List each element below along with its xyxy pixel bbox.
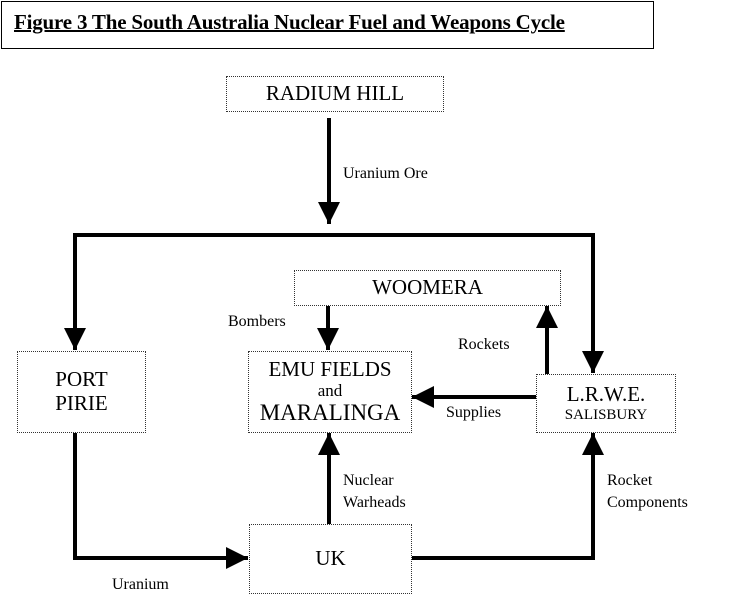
label-supplies: Supplies <box>446 404 502 421</box>
node-radium-hill: RADIUM HILL <box>226 76 444 112</box>
label-nuclear-warheads: Nuclear Warheads <box>343 470 406 513</box>
node-uk-label: UK <box>315 546 346 571</box>
node-port-pirie: PORT PIRIE <box>17 351 146 433</box>
label-rocket-components: Rocket Components <box>607 470 688 513</box>
label-uranium-ore: Uranium Ore <box>343 165 428 182</box>
node-emu-line2: and <box>317 381 343 401</box>
line-uranium <box>73 433 230 560</box>
node-woomera: WOOMERA <box>294 270 561 306</box>
node-emu-line1: EMU FIELDS <box>268 356 392 381</box>
node-port-pirie-line1: PORT <box>55 367 108 392</box>
figure-title: Figure 3 The South Australia Nuclear Fue… <box>14 10 565 34</box>
node-uk: UK <box>249 524 412 594</box>
node-emu-line3: MARALINGA <box>259 400 401 426</box>
figure-title-box: Figure 3 The South Australia Nuclear Fue… <box>1 1 654 49</box>
node-lrwe-line1: L.R.W.E. <box>566 382 646 407</box>
node-port-pirie-line2: PIRIE <box>55 391 108 415</box>
distribution-line <box>73 233 595 373</box>
label-bombers: Bombers <box>228 313 286 330</box>
node-lrwe-line2: SALISBURY <box>564 406 648 423</box>
node-emu-maralinga: EMU FIELDS and MARALINGA <box>248 351 412 433</box>
label-components: Components <box>607 493 688 511</box>
label-rocket: Rocket <box>607 472 653 489</box>
node-lrwe-salisbury: L.R.W.E. SALISBURY <box>536 374 676 433</box>
line-rocket-components <box>411 450 595 560</box>
label-rockets: Rockets <box>458 336 510 353</box>
node-woomera-label: WOOMERA <box>372 275 483 300</box>
label-warheads: Warheads <box>343 493 406 511</box>
label-nuclear: Nuclear <box>343 472 394 489</box>
node-radium-hill-label: RADIUM HILL <box>265 81 405 106</box>
label-uranium: Uranium <box>112 576 169 593</box>
